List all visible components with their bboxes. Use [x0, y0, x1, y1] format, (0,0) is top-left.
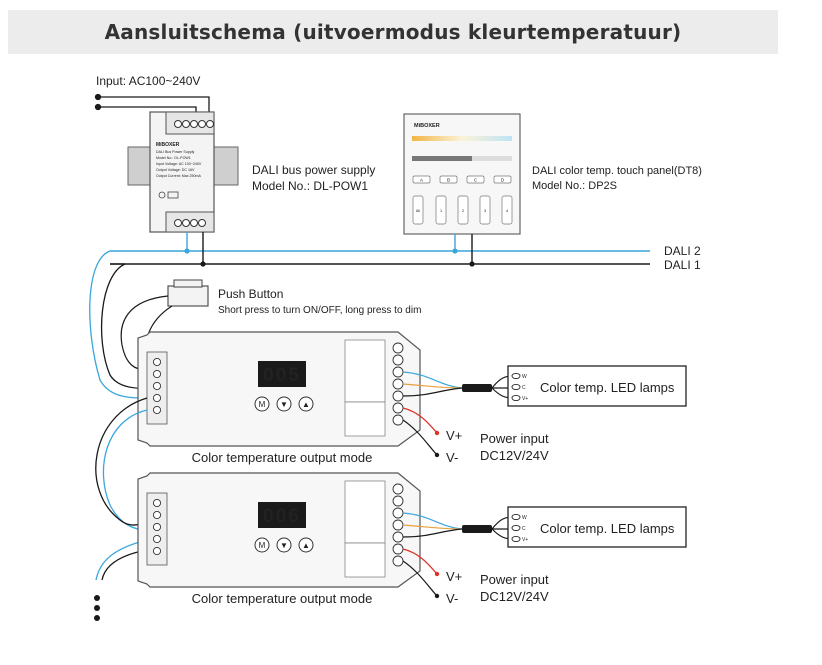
psu-name: DALI bus power supply: [252, 163, 375, 177]
psu-bottom-terminals: [174, 219, 206, 227]
power-minus-label: V-: [446, 450, 458, 465]
psu-model: Model No.: DL-POW1: [252, 179, 368, 193]
up-button-label: ▲: [302, 400, 310, 409]
psu-label-line: Output Voltage: DC 16V: [156, 168, 195, 172]
lamp-wires-2: [402, 512, 513, 540]
panel-name: DALI color temp. touch panel(DT8): [532, 165, 702, 177]
controller-keys: M ▼ ▲: [254, 396, 314, 412]
mode-button-label: M: [259, 400, 266, 409]
dali-touch-panel: MiBOXER A B C D All 1 2 3 4: [403, 113, 521, 235]
panel-key-label: B: [447, 178, 450, 183]
psu-label-line: Model No.: DL-POW1: [156, 156, 191, 160]
bus-label-dali2: DALI 2: [664, 244, 701, 258]
power-input-voltage: DC12V/24V: [480, 448, 549, 463]
title-bar: Aansluitschema (uitvoermodus kleurtemper…: [8, 10, 778, 54]
psu-label-line: Input Voltage: AC 100~240V: [156, 162, 202, 166]
controller-1: 005 M ▼ ▲: [137, 331, 421, 447]
bus-drop-wires: [89, 250, 148, 399]
power-plus-label: V+: [446, 569, 462, 584]
panel-key-label: A: [420, 178, 423, 183]
panel-brightness-bar: [412, 156, 512, 161]
panel-zone-label: 4: [506, 209, 508, 213]
psu-label-line: Output Current: Max 250mA: [156, 174, 202, 178]
display-digits: 005: [263, 365, 301, 386]
mode-button-label: M: [259, 541, 266, 550]
power-wires-1: [402, 407, 440, 458]
panel-brand: MiBOXER: [414, 123, 440, 129]
power-plus-label: V+: [446, 428, 462, 443]
down-button-label: ▼: [280, 400, 288, 409]
page-title: Aansluitschema (uitvoermodus kleurtemper…: [104, 20, 682, 44]
panel-group-keys: A B C D: [412, 175, 512, 184]
controller-right-terminals: [392, 342, 404, 426]
controller-keys: M ▼ ▲: [254, 537, 314, 553]
controller-mode-label: Color temperature output mode: [192, 450, 373, 465]
panel-model: Model No.: DP2S: [532, 180, 617, 192]
panel-key-label: C: [474, 178, 478, 183]
panel-zone-label: All: [416, 209, 420, 213]
lamp-box-1: W C V+ Color temp. LED lamps: [507, 365, 687, 407]
lamp-pin-label: W: [522, 515, 527, 521]
panel-ct-bar: [412, 136, 512, 141]
panel-zone-label: 1: [440, 209, 442, 213]
controller-display: [258, 502, 306, 528]
up-button-label: ▲: [302, 541, 310, 550]
controller-mode-label: Color temperature output mode: [192, 591, 373, 606]
power-input-title: Power input: [480, 572, 549, 587]
input-label: Input: AC100~240V: [96, 74, 200, 88]
lamp-pin-label: C: [522, 385, 526, 391]
lamp-label: Color temp. LED lamps: [540, 380, 675, 395]
down-button-label: ▼: [280, 541, 288, 550]
power-input-title: Power input: [480, 431, 549, 446]
display-digits: 006: [263, 506, 301, 527]
power-wires-2: [402, 548, 440, 599]
lamp-box-2: W C V+ Color temp. LED lamps: [507, 506, 687, 548]
controller-2: 006 M ▼ ▲: [137, 472, 421, 588]
psu-top-terminals: [174, 120, 214, 128]
push-button-desc: Short press to turn ON/OFF, long press t…: [218, 305, 421, 316]
lamp-pin-label: C: [522, 526, 526, 532]
continuation-dots: [94, 595, 100, 621]
controller-left-terminals: [152, 498, 162, 556]
bus-label-dali1: DALI 1: [664, 258, 701, 272]
panel-zone-label: 2: [462, 209, 464, 213]
lamp-pin-label: W: [522, 374, 527, 380]
lamp-label: Color temp. LED lamps: [540, 521, 675, 536]
panel-zone-keys: [412, 195, 513, 225]
controller-right-terminals: [392, 483, 404, 567]
psu-label-line: DALI Bus Power Supply: [156, 150, 195, 154]
lamp-pin-label: V+: [522, 396, 528, 402]
dali-power-supply: MiBOXER DALI Bus Power Supply Model No.:…: [127, 111, 239, 233]
push-button-name: Push Button: [218, 287, 283, 301]
dali-bus-lines: [110, 232, 650, 267]
panel-zone-label: 3: [484, 209, 486, 213]
power-minus-label: V-: [446, 591, 458, 606]
controller-left-terminals: [152, 357, 162, 415]
power-input-voltage: DC12V/24V: [480, 589, 549, 604]
lamp-pin-label: V+: [522, 537, 528, 543]
controller-display: [258, 361, 306, 387]
panel-key-label: D: [501, 178, 505, 183]
psu-brand: MiBOXER: [156, 142, 180, 148]
